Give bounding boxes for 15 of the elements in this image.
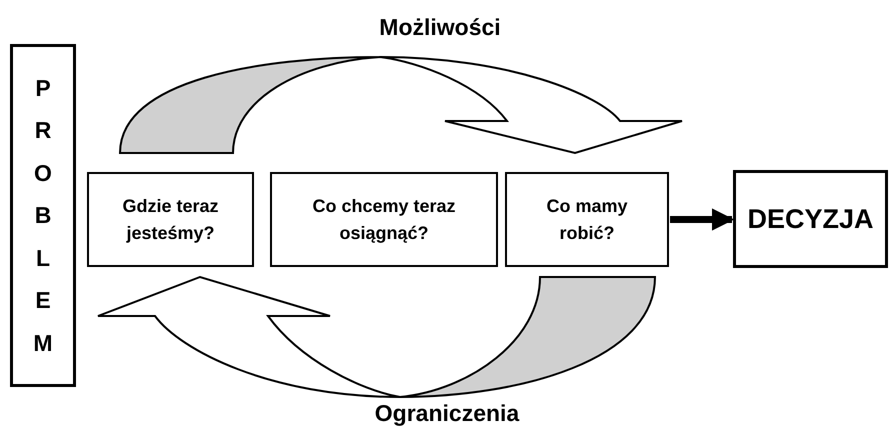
question-box (87, 172, 254, 267)
box-label: DECYZJA (746, 202, 875, 236)
curved-block-arrow (119, 56, 683, 154)
box-label: Gdzie teraz jesteśmy? (121, 194, 220, 245)
question-box (270, 172, 498, 267)
cycle-label: Możliwości (379, 14, 501, 41)
box-label: Co mamy robić? (545, 194, 629, 244)
problem-box (10, 44, 76, 387)
cycle-label: Ograniczenia (374, 400, 520, 427)
decision-box (733, 170, 888, 268)
question-box (505, 172, 669, 267)
box-label: Co chcemy teraz osiągnąć? (311, 194, 457, 245)
vertical-label: PROBLEM (32, 74, 54, 358)
curved-block-arrow (97, 276, 656, 398)
arrow (670, 208, 734, 231)
